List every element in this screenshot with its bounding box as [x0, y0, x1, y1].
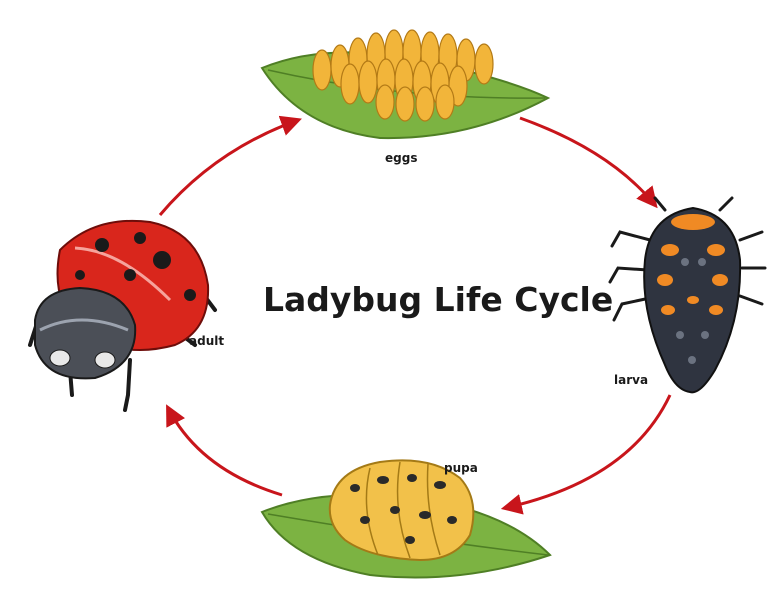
pupa-illustration: [262, 460, 550, 577]
ladybug-head: [35, 288, 135, 378]
pupa-body: [330, 460, 474, 560]
arrow-eggs-to-larva: [520, 118, 655, 205]
label-eggs: eggs: [385, 151, 417, 165]
label-larva: larva: [614, 373, 648, 387]
label-pupa: pupa: [444, 461, 478, 475]
eggs-illustration: [262, 30, 548, 138]
arrow-pupa-to-adult: [168, 408, 282, 495]
larva-illustration: [610, 198, 765, 392]
label-adult: adult: [189, 334, 224, 348]
diagram-title: Ladybug Life Cycle: [263, 280, 613, 319]
arrow-larva-to-pupa: [505, 395, 670, 508]
adult-illustration: [30, 221, 215, 410]
arrow-adult-to-eggs: [160, 120, 298, 215]
